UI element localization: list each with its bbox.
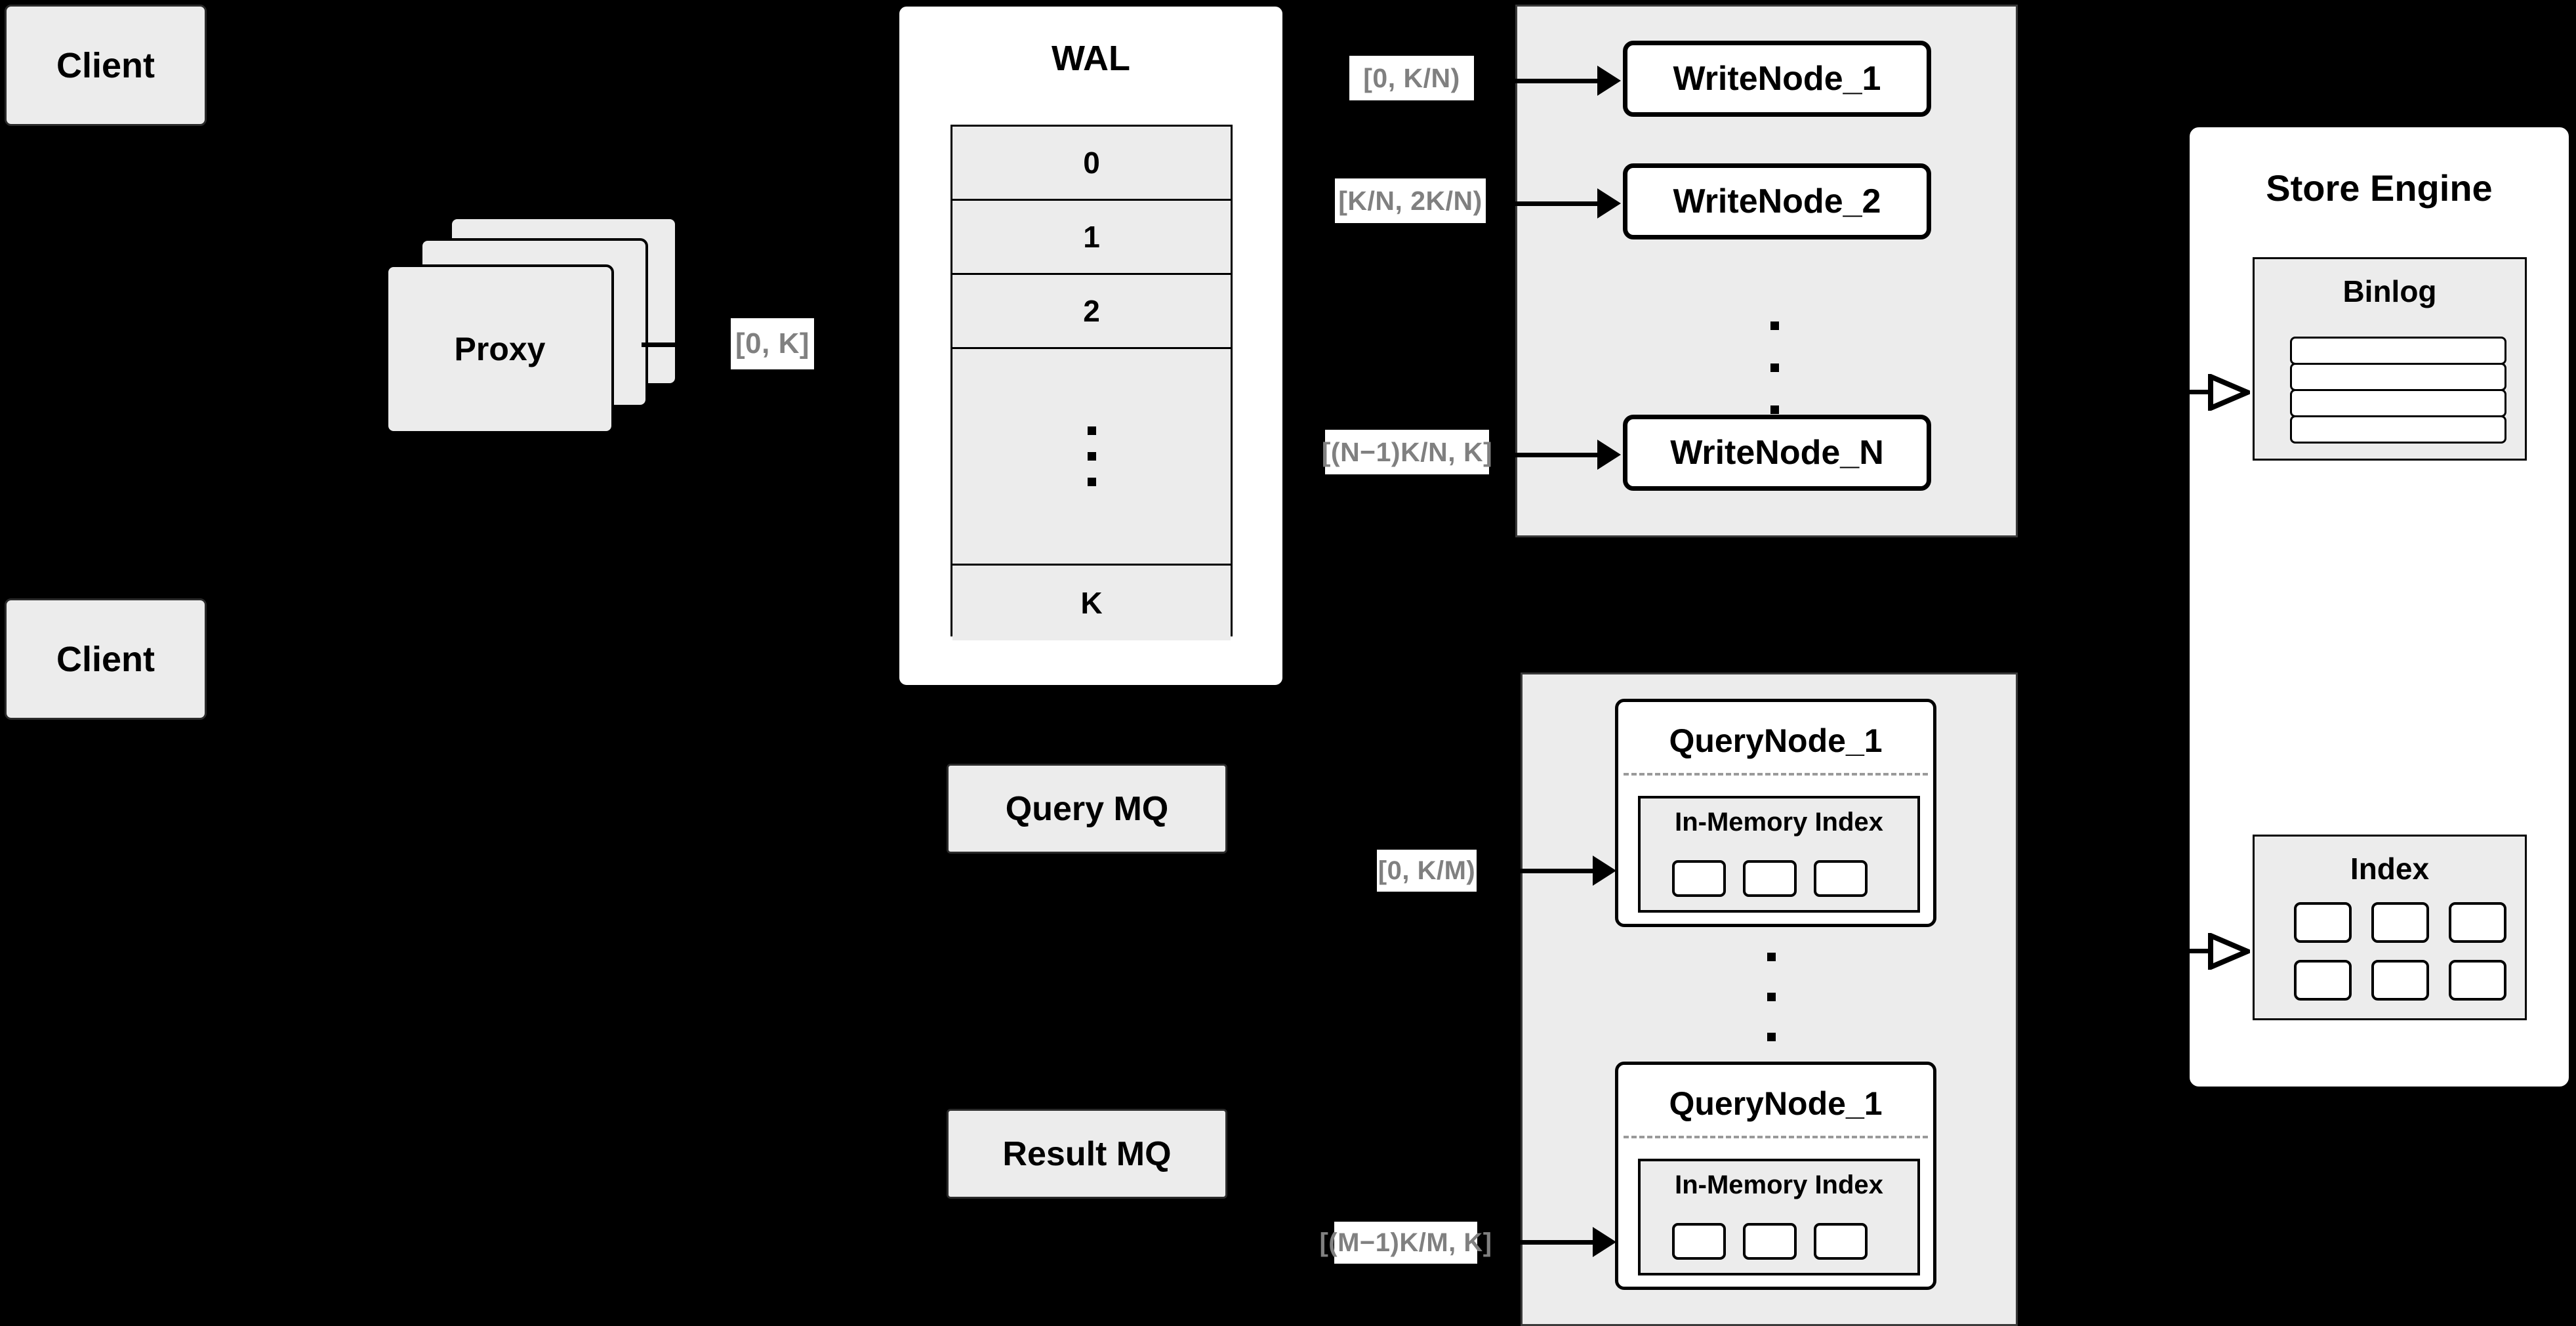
query-node-2-range-label: [(M−1)K/M, K] xyxy=(1319,1222,1492,1264)
query-node-1[interactable]: QueryNode_1 In-Memory Index xyxy=(1615,699,1936,927)
index-inbound-arrow-head xyxy=(2208,933,2250,970)
store-index-cell[interactable] xyxy=(2294,902,2352,943)
ellipsis-dot xyxy=(1087,478,1096,486)
wal-row-ellipsis xyxy=(952,349,1231,566)
query-node-2-title: QueryNode_1 xyxy=(1669,1085,1883,1122)
ellipsis-dot xyxy=(1770,363,1779,372)
index-panel: Index xyxy=(2253,835,2527,1020)
store-index-cell[interactable] xyxy=(2371,902,2429,943)
write-node-2-arrow-shaft xyxy=(1515,201,1610,206)
ellipsis-dot xyxy=(1767,993,1776,1001)
index-inbound-arrow-shaft xyxy=(2188,949,2212,953)
store-index-cell[interactable] xyxy=(2449,960,2506,1001)
wal-row-0[interactable]: 0 xyxy=(952,127,1231,201)
write-node-n-arrow-shaft xyxy=(1515,453,1610,457)
query-cluster-ellipsis xyxy=(1767,953,1776,1041)
query-node-1-index-title: In-Memory Index xyxy=(1675,808,1883,837)
proxy-label: Proxy xyxy=(454,331,546,367)
index-title: Index xyxy=(2350,852,2430,886)
query-node-2[interactable]: QueryNode_1 In-Memory Index xyxy=(1615,1062,1936,1290)
query-node-2-divider xyxy=(1624,1136,1928,1138)
index-cell[interactable] xyxy=(1743,860,1797,897)
store-engine-panel: Store Engine Binlog Index xyxy=(2187,125,2571,1089)
wal-row-k[interactable]: K xyxy=(952,566,1231,640)
index-cell[interactable] xyxy=(1743,1223,1797,1260)
store-index-cell[interactable] xyxy=(2449,902,2506,943)
store-index-cell[interactable] xyxy=(2294,960,2352,1001)
index-cell[interactable] xyxy=(1672,860,1726,897)
write-node-1-arrow-shaft xyxy=(1515,79,1610,83)
query-mq-box[interactable]: Query MQ xyxy=(947,764,1227,854)
write-node-1-range-label: [0, K/N) xyxy=(1349,56,1474,100)
query-node-1-arrow-shaft xyxy=(1521,869,1606,873)
ellipsis-dot xyxy=(1767,953,1776,961)
write-node-1-arrow-head xyxy=(1597,66,1621,96)
query-node-2-index-title: In-Memory Index xyxy=(1675,1171,1883,1199)
binlog-title: Binlog xyxy=(2342,274,2437,308)
wal-row-1[interactable]: 1 xyxy=(952,201,1231,275)
query-node-2-arrow-shaft xyxy=(1521,1240,1606,1245)
client-box-2[interactable]: Client xyxy=(5,598,207,720)
ellipsis-dot xyxy=(1087,426,1096,435)
write-node-2-range-label: [K/N, 2K/N) xyxy=(1335,178,1486,223)
proxy-to-wal-connector xyxy=(642,342,694,347)
wal-title: WAL xyxy=(1052,39,1130,78)
write-node-2-arrow-head xyxy=(1597,188,1621,218)
query-node-2-index-panel: In-Memory Index xyxy=(1638,1159,1920,1275)
wal-row-2[interactable]: 2 xyxy=(952,275,1231,349)
client-label-2: Client xyxy=(56,639,155,679)
client-box-1[interactable]: Client xyxy=(5,5,207,126)
binlog-inbound-arrow-shaft xyxy=(2188,390,2212,394)
proxy-range-label: [0, K] xyxy=(731,318,814,369)
query-node-1-index-panel: In-Memory Index xyxy=(1638,796,1920,913)
binlog-bar[interactable] xyxy=(2290,337,2506,365)
binlog-inbound-arrow-head xyxy=(2208,374,2250,411)
store-engine-title: Store Engine xyxy=(2266,167,2493,209)
store-index-cell[interactable] xyxy=(2371,960,2429,1001)
query-mq-label: Query MQ xyxy=(1005,789,1169,828)
ellipsis-dot xyxy=(1770,405,1779,414)
ellipsis-dot xyxy=(1087,452,1096,461)
write-cluster-ellipsis xyxy=(1770,321,1779,414)
index-cell[interactable] xyxy=(1672,1223,1726,1260)
binlog-bar[interactable] xyxy=(2290,415,2506,444)
query-node-2-arrow-head xyxy=(1593,1227,1616,1257)
query-node-1-divider xyxy=(1624,773,1928,776)
binlog-bar[interactable] xyxy=(2290,363,2506,391)
query-node-1-title: QueryNode_1 xyxy=(1669,722,1883,759)
binlog-panel: Binlog xyxy=(2253,257,2527,461)
query-node-1-arrow-head xyxy=(1593,856,1616,886)
ellipsis-dot xyxy=(1767,1033,1776,1041)
result-mq-label: Result MQ xyxy=(1002,1134,1172,1173)
ellipsis-dot xyxy=(1770,321,1779,330)
client-label-1: Client xyxy=(56,45,155,85)
result-mq-box[interactable]: Result MQ xyxy=(947,1109,1227,1199)
index-cell[interactable] xyxy=(1814,860,1868,897)
write-node-2[interactable]: WriteNode_2 xyxy=(1623,163,1931,239)
write-node-n-arrow-head xyxy=(1597,440,1621,470)
write-node-1[interactable]: WriteNode_1 xyxy=(1623,41,1931,117)
binlog-bar[interactable] xyxy=(2290,389,2506,417)
wal-table: 0 1 2 K xyxy=(951,125,1233,640)
wal-panel: WAL 0 1 2 K xyxy=(897,5,1284,687)
write-node-n[interactable]: WriteNode_N xyxy=(1623,415,1931,491)
index-cell[interactable] xyxy=(1814,1223,1868,1260)
query-node-1-range-label: [0, K/M) xyxy=(1377,850,1477,892)
write-node-n-range-label: [(N−1)K/N, K] xyxy=(1322,430,1492,474)
proxy-layer-front[interactable]: Proxy xyxy=(386,264,614,434)
